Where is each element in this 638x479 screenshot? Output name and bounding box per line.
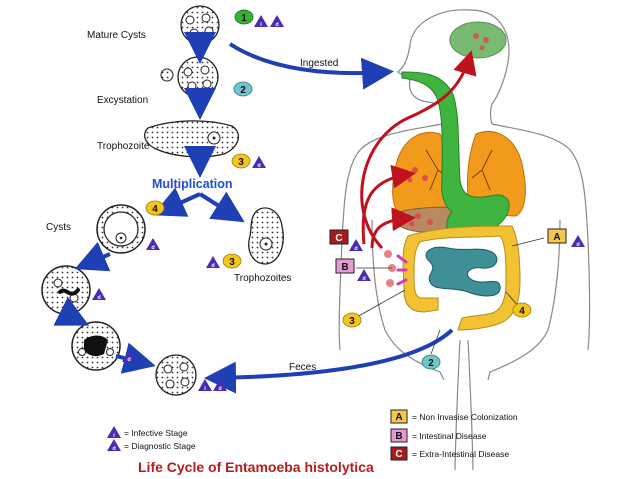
legend-item-a: = Non Invasise Colonization — [412, 412, 518, 422]
step-badge-4: 4 — [145, 200, 165, 216]
svg-text:C: C — [335, 233, 342, 244]
mature-cyst-stage — [180, 5, 220, 45]
infective-triangle-icon: i — [107, 426, 121, 439]
step-badge-2-body: 2 — [421, 354, 441, 370]
diagnostic-triangle-icon: d — [213, 379, 227, 392]
small-intestine — [425, 246, 501, 297]
step-badge-4-body: 4 — [512, 302, 532, 318]
svg-text:C: C — [395, 449, 402, 460]
disease-legend: A = Non Invasise Colonization B = Intest… — [390, 409, 518, 461]
infective-triangle-icon: i — [198, 379, 212, 392]
cyst-two-nucleus-stage — [41, 265, 91, 315]
right-lung — [467, 131, 526, 217]
svg-text:3: 3 — [229, 257, 235, 268]
diagnostic-triangle-icon: d — [122, 350, 136, 363]
label-trophozoites: Trophozoites — [234, 273, 291, 284]
triangle-markers: i d d d d d d — [92, 15, 585, 392]
letter-box-c: C — [329, 229, 349, 245]
svg-text:i: i — [260, 22, 262, 28]
svg-text:4: 4 — [519, 306, 525, 317]
svg-text:d: d — [151, 245, 154, 251]
label-feces: Feces — [289, 362, 316, 373]
brain — [449, 21, 507, 59]
letter-box-b: B — [335, 258, 355, 274]
step-badge-3: 3 — [231, 153, 251, 169]
legend-item-c: = Extra-Intestinal Disease — [412, 449, 509, 459]
svg-text:3: 3 — [238, 157, 244, 168]
diagnostic-triangle-icon: d — [357, 269, 371, 282]
diagram-caption: Life Cycle of Entamoeba histolytica — [138, 459, 374, 475]
legend-infective-stage: = Infective Stage — [124, 428, 188, 438]
svg-text:d: d — [218, 386, 221, 392]
label-mature-cysts: Mature Cysts — [87, 30, 146, 41]
label-excystation: Excystation — [97, 95, 148, 106]
svg-text:d: d — [97, 295, 100, 301]
trophozoites-stage — [248, 207, 284, 265]
blue-cycle-arrows — [53, 32, 454, 394]
diagnostic-triangle-icon: d — [92, 288, 106, 301]
svg-text:d: d — [112, 446, 115, 452]
red-spread-arrows — [360, 50, 477, 250]
excystation-stage — [160, 56, 219, 98]
mature-cyst-feces-stage — [155, 354, 197, 396]
diagnostic-triangle-icon: d — [252, 156, 266, 169]
svg-text:d: d — [127, 357, 130, 363]
label-ingested: Ingested — [300, 58, 338, 69]
svg-text:d: d — [257, 163, 260, 169]
cyst-immature-stage — [96, 204, 146, 254]
trophozoite-stage — [143, 120, 240, 158]
svg-text:A: A — [553, 232, 560, 243]
svg-text:A: A — [395, 412, 402, 423]
svg-text:1: 1 — [241, 13, 247, 24]
svg-text:d: d — [362, 276, 365, 282]
letter-box-a: A — [547, 228, 567, 244]
svg-text:2: 2 — [428, 358, 434, 369]
svg-text:d: d — [576, 242, 579, 248]
diagnostic-triangle-icon: d — [571, 235, 585, 248]
legend-diagnostic-stage: = Diagnostic Stage — [124, 441, 196, 451]
infective-triangle-icon: i — [254, 15, 268, 28]
svg-text:2: 2 — [240, 85, 246, 96]
legend-item-b: = Intestinal Disease — [412, 431, 487, 441]
svg-text:4: 4 — [152, 204, 158, 215]
torso-left-outline — [338, 123, 443, 351]
diagnostic-triangle-icon: d — [146, 238, 160, 251]
step-badge-2: 2 — [233, 81, 253, 97]
diagnostic-triangle-icon: d — [107, 439, 121, 452]
diagnostic-triangle-icon: d — [270, 15, 284, 28]
diagnostic-triangle-icon: d — [206, 256, 220, 269]
human-body — [338, 9, 591, 471]
label-trophozoite: Trophozoite — [97, 141, 150, 152]
svg-text:d: d — [275, 22, 278, 28]
svg-text:i: i — [113, 433, 115, 439]
diagnostic-triangle-icon: d — [349, 239, 363, 252]
label-cysts: Cysts — [46, 222, 71, 233]
svg-text:B: B — [395, 431, 402, 442]
svg-text:B: B — [341, 262, 348, 273]
step-badge-3-trophozoites: 3 — [222, 253, 242, 269]
step-badge-1: 1 — [234, 9, 254, 25]
colon — [402, 225, 521, 331]
step-badge-3-body: 3 — [342, 312, 362, 328]
svg-text:d: d — [211, 263, 214, 269]
stage-legend: i = Infective Stage d = Diagnostic Stage — [107, 426, 196, 452]
cyst-chromatoid-stage — [71, 321, 121, 371]
svg-text:d: d — [354, 246, 357, 252]
svg-text:3: 3 — [349, 316, 355, 327]
svg-text:i: i — [204, 386, 206, 392]
label-multiplication: Multiplication — [152, 177, 233, 191]
